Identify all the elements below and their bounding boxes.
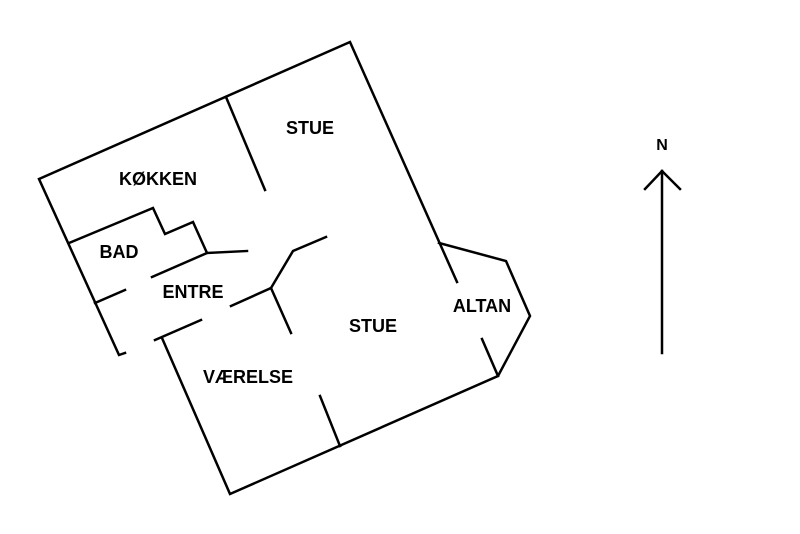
altan-wall [160, 241, 532, 496]
bad-top-wall [67, 206, 249, 255]
vaerelse-stue-divider [318, 394, 342, 448]
entre-stue-divider [269, 286, 293, 335]
room-label-kokken: KØKKEN [119, 169, 197, 189]
outer-wall-north-west [37, 40, 459, 357]
room-label-stue-main: STUE [349, 316, 397, 336]
kitchen-stue-divider [224, 95, 267, 192]
walls [37, 40, 532, 496]
vaerelse-top-wall [153, 318, 203, 342]
entre-east-wall [229, 235, 328, 308]
compass-label: N [656, 137, 668, 154]
room-label-altan: ALTAN [453, 296, 511, 316]
altan-partition [480, 337, 500, 378]
room-label-entre: ENTRE [162, 282, 223, 302]
bad-entre-stub [93, 288, 127, 305]
room-labels: STUE KØKKEN BAD ENTRE STUE ALTAN VÆRELSE [100, 118, 512, 387]
bad-bottom-wall [150, 251, 209, 279]
north-arrow-icon: N [643, 137, 682, 355]
room-label-bad: BAD [100, 242, 139, 262]
room-label-stue-top: STUE [286, 118, 334, 138]
room-label-vaerelse: VÆRELSE [203, 367, 293, 387]
